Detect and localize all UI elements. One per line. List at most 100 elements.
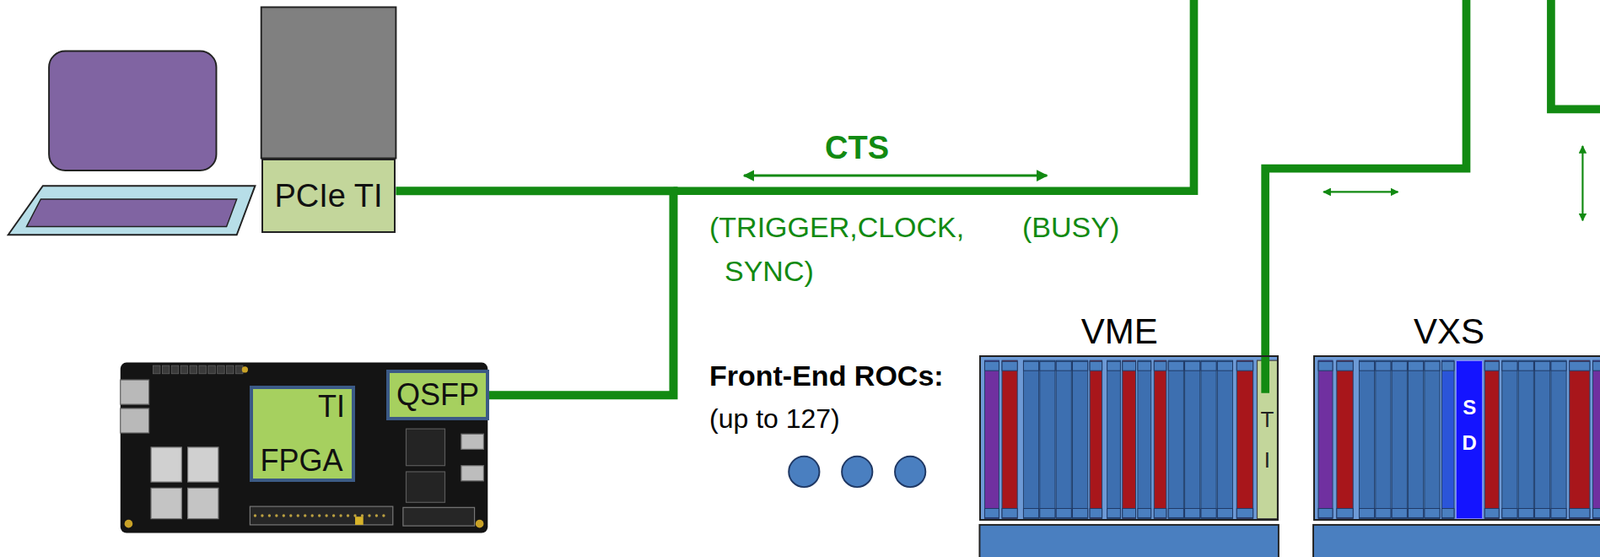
card-rail <box>1217 360 1233 371</box>
crate-card <box>1391 360 1407 519</box>
card-rail <box>1107 508 1121 518</box>
sd-card: S D <box>1455 360 1482 519</box>
crate-card <box>1484 360 1499 519</box>
label-box: Front-End ROCs: <box>709 355 944 396</box>
card-rail <box>1318 360 1333 371</box>
crate-card <box>1089 360 1103 519</box>
card-rail <box>1518 508 1534 518</box>
header-pin <box>189 365 197 374</box>
card-rail <box>1168 360 1184 371</box>
node-label: QSFP <box>396 377 480 413</box>
node-label: TI <box>259 388 345 425</box>
card-rail <box>1089 508 1103 518</box>
header-pin <box>339 513 342 517</box>
crate-card <box>1002 360 1018 519</box>
card-rail <box>1039 360 1056 371</box>
crate-card <box>1168 360 1184 519</box>
header-pin <box>311 513 314 517</box>
card-rail <box>1408 508 1424 518</box>
header-pin <box>253 513 257 517</box>
ethernet-port <box>188 487 219 518</box>
header-pin <box>274 513 278 517</box>
header-pin <box>353 513 356 517</box>
card-rail <box>1201 360 1217 371</box>
card-rail <box>1107 360 1121 371</box>
label-box: (up to 127) <box>709 401 841 436</box>
crate-card <box>1039 360 1056 519</box>
card-rail <box>1072 508 1089 518</box>
card-rail <box>1408 360 1424 371</box>
card-rail <box>1023 508 1039 518</box>
crate-card <box>1424 360 1440 519</box>
card-rail <box>984 508 999 518</box>
card-rail <box>1441 360 1455 371</box>
chip <box>406 428 446 466</box>
ethernet-port <box>150 447 182 482</box>
header-pin <box>260 513 264 517</box>
header-pin <box>282 513 286 517</box>
crate-card <box>1107 360 1121 519</box>
crate-card <box>1358 360 1374 519</box>
card-rail <box>1185 508 1201 518</box>
header-pin <box>296 513 300 517</box>
header-pin <box>152 365 160 374</box>
card-rail <box>1484 508 1499 518</box>
crate-heading: VME <box>1081 312 1159 351</box>
header-pin <box>180 365 188 374</box>
header-pin <box>382 513 385 517</box>
card-rail <box>1122 508 1137 518</box>
roc-dot <box>788 456 819 487</box>
crate-card <box>1408 360 1424 519</box>
node-label: PCIe TI <box>274 177 383 215</box>
roc-dot <box>894 456 926 487</box>
cts-wire <box>673 0 1194 191</box>
card-rail <box>1502 360 1518 371</box>
card-rail <box>1358 508 1374 518</box>
header-pin <box>208 365 216 374</box>
card-rail <box>1424 508 1440 518</box>
direction-arrow <box>1323 190 1398 193</box>
card-rail <box>1358 360 1374 371</box>
group-heading: Front-End ROCs: <box>709 355 944 396</box>
header-pin <box>332 513 335 517</box>
qsfp-port-box: QSFP <box>386 369 490 421</box>
mount-hole <box>475 519 485 528</box>
fpga-chip-box: TIFPGA <box>249 385 356 482</box>
power-supply <box>1313 524 1600 557</box>
card-rail <box>1518 360 1534 371</box>
card-rail <box>1168 508 1184 518</box>
node-label: T I <box>1256 398 1277 480</box>
header-pin <box>161 365 169 374</box>
power-supply <box>979 524 1278 557</box>
mount-hole <box>124 519 134 528</box>
crate-card <box>1318 360 1333 519</box>
card-rail <box>1391 360 1407 371</box>
crate-frame <box>979 355 1278 521</box>
card-rail <box>1318 508 1333 518</box>
ethernet-port <box>150 487 182 518</box>
crate-card <box>1153 360 1167 519</box>
header-pin <box>367 513 371 517</box>
chip <box>406 471 446 502</box>
card-rail <box>1569 508 1590 518</box>
card-rail <box>1002 508 1018 518</box>
card-rail <box>1039 508 1056 518</box>
card-rail <box>1089 360 1103 371</box>
pin-header <box>249 506 393 525</box>
vme-crate: VMET I <box>979 355 1278 521</box>
direction-arrow <box>1581 145 1584 221</box>
roc-dot <box>841 456 873 487</box>
vxs-crate: VXSS D <box>1313 355 1600 521</box>
crate-card <box>1201 360 1217 519</box>
card-rail <box>1336 508 1353 518</box>
card-rail <box>1137 508 1152 518</box>
cts-wire <box>1551 0 1600 109</box>
note: (up to 127) <box>709 401 841 436</box>
crate-card <box>1122 360 1137 519</box>
card-rail <box>1122 360 1137 371</box>
card-rail <box>1023 360 1039 371</box>
card-rail <box>1072 360 1089 371</box>
card-rail <box>1153 508 1167 518</box>
card-rail <box>1551 360 1567 371</box>
